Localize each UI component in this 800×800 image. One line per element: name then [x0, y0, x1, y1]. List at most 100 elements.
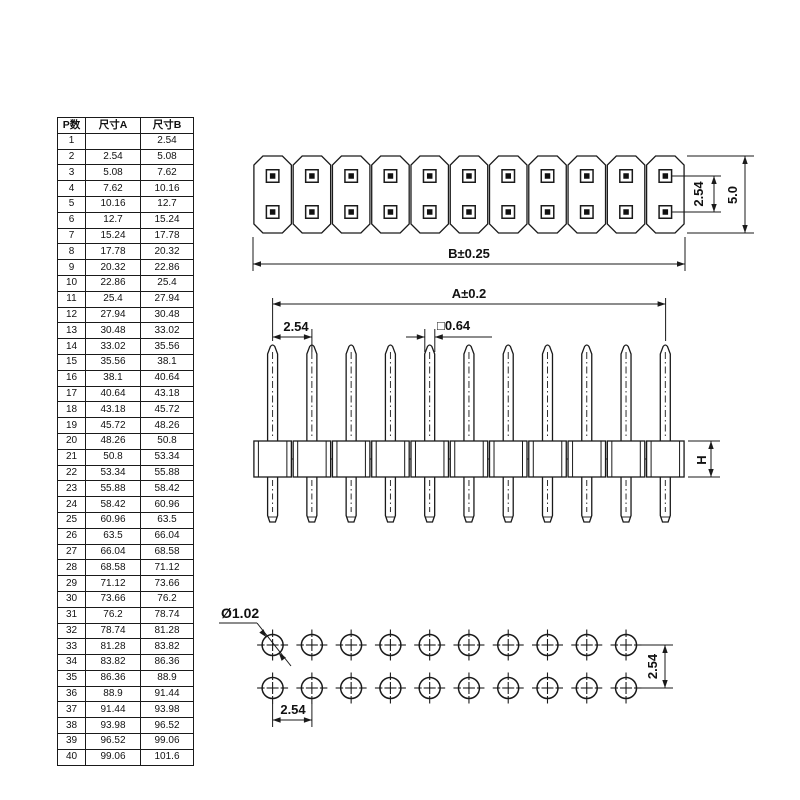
pin-contact-core: [426, 209, 433, 215]
pcb-hole: [414, 629, 446, 661]
spec-table-head: P数 尺寸A 尺寸B: [57, 117, 194, 134]
housing-segment: [449, 440, 490, 478]
header-segment: [567, 155, 607, 234]
top-view-dim-body-width: 5.0: [687, 155, 754, 234]
dim-label-hole-diameter: Ø1.02: [221, 605, 259, 621]
housing-segment: [567, 440, 608, 478]
pin-contact-core: [505, 173, 512, 179]
header-segment: [371, 155, 410, 234]
pin-contact-core: [269, 209, 276, 215]
pin-contact-core: [505, 209, 512, 215]
front-view: A±0.2 2.54 □0.64: [253, 286, 720, 523]
pcb-hole: [335, 629, 367, 661]
table-cell: 76.2: [140, 590, 194, 608]
front-view-dim-housing-height: H: [688, 440, 720, 478]
pcb-hole: [610, 629, 642, 661]
dim-label-pin-square: □0.64: [437, 318, 471, 333]
front-view-housing: [253, 440, 685, 478]
pin-contact-core: [309, 173, 315, 179]
pcb-hole: [531, 629, 563, 661]
pcb-hole: [296, 672, 328, 704]
dim-label-pin-pitch: 2.54: [283, 319, 309, 334]
pin: [384, 344, 397, 523]
housing-segment: [410, 440, 451, 478]
dim-label-pcb-pitch-y: 2.54: [645, 653, 660, 679]
header-segment: [528, 155, 567, 234]
pin-contact-core: [269, 173, 276, 179]
dim-label-row-pitch: 2.54: [691, 181, 706, 207]
pin-contact-core: [309, 209, 315, 215]
header-segment: [488, 155, 528, 234]
pcb-dim-pitch-x: 2.54: [272, 702, 313, 727]
pin-contact-core: [623, 209, 629, 215]
pin-upper: [424, 344, 436, 444]
pin-contact-core: [466, 173, 472, 179]
pcb-hole: [296, 629, 328, 661]
pin-upper: [541, 344, 554, 444]
pin: [306, 344, 318, 523]
dim-label-body-width: 5.0: [725, 186, 740, 204]
pin-contact-core: [584, 173, 590, 179]
pin: [266, 344, 279, 523]
top-view: 2.54 5.0 B±0.25: [252, 155, 754, 271]
pin: [581, 344, 593, 523]
front-view-dim-pin-square: □0.64: [406, 318, 492, 352]
pin: [424, 344, 436, 523]
header-segment: [253, 155, 293, 234]
pin-contact-core: [623, 173, 629, 179]
pin: [345, 344, 357, 523]
housing-segment: [606, 440, 647, 478]
pin-upper: [620, 344, 632, 444]
pcb-hole: [374, 629, 406, 661]
pin: [463, 344, 475, 523]
pin: [659, 344, 671, 523]
pin-contact-core: [348, 173, 354, 179]
pin-upper: [502, 344, 514, 444]
table-cell: 99.06: [85, 748, 141, 766]
dim-label-length-b: B±0.25: [448, 246, 490, 261]
top-view-dim-length-b: B±0.25: [252, 237, 686, 271]
pin: [502, 344, 514, 523]
table-cell: 88.9: [140, 669, 194, 687]
housing-segment: [253, 440, 294, 478]
pcb-hole: [453, 629, 485, 661]
dim-label-length-a: A±0.2: [452, 286, 487, 301]
pcb-view: Ø1.02 2.54 2.54: [219, 605, 673, 727]
pin: [541, 344, 554, 523]
pin-upper: [581, 344, 593, 444]
table-cell: 40: [57, 748, 86, 766]
pcb-hole: [414, 672, 446, 704]
pcb-hole: [335, 672, 367, 704]
pin-upper: [659, 344, 671, 444]
pin-contact-core: [466, 209, 472, 215]
pin-upper: [463, 344, 475, 444]
front-view-pins: [266, 344, 671, 523]
header-segment: [410, 155, 450, 234]
pcb-hole: [257, 672, 289, 704]
housing-segment: [371, 440, 411, 478]
top-view-segments: [253, 155, 685, 234]
dim-label-housing-height: H: [694, 455, 709, 464]
pcb-dim-pitch-y: 2.54: [641, 644, 673, 689]
housing-segment: [331, 440, 372, 478]
table-cell: 101.6: [140, 748, 194, 766]
housing-segment: [528, 440, 569, 478]
pcb-dim-hole-diameter: Ø1.02: [219, 605, 292, 667]
